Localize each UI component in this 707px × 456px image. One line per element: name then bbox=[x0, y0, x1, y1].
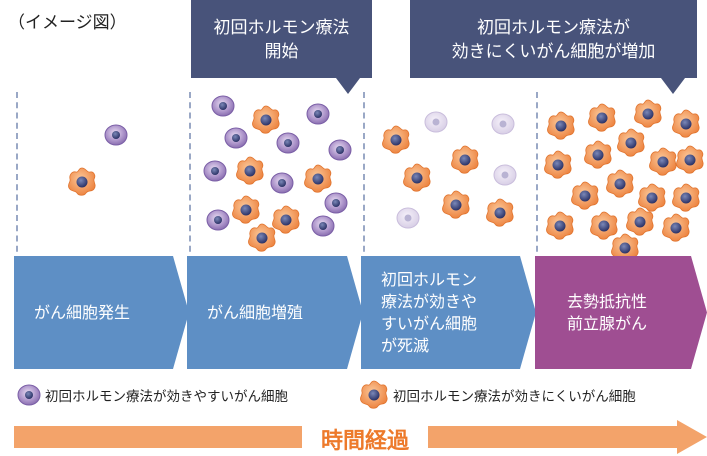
stage-castration-resistant: 去勢抵抗性 前立腺がん bbox=[535, 256, 707, 369]
divider-line-3 bbox=[363, 92, 365, 262]
legend-sensitive-cell-icon bbox=[17, 384, 41, 406]
stage4-resistant-cell bbox=[616, 128, 645, 157]
stage-sensitive-cells-die-line1: 初回ホルモン bbox=[381, 269, 478, 289]
stage1-sensitive-cell bbox=[104, 124, 128, 146]
stage4-resistant-cell bbox=[633, 99, 662, 128]
stage2-sensitive-cell bbox=[328, 139, 352, 161]
stage4-resistant-cell bbox=[589, 211, 618, 240]
stage3-resistant-cell bbox=[402, 163, 431, 192]
stage4-resistant-cell bbox=[637, 183, 666, 212]
stage2-resistant-cell bbox=[235, 156, 264, 185]
stage4-resistant-cell bbox=[625, 207, 654, 236]
stage2-sensitive-cell bbox=[324, 192, 348, 214]
stage4-resistant-cell bbox=[671, 109, 700, 138]
stage4-resistant-cell bbox=[671, 183, 700, 212]
stage4-resistant-cell bbox=[587, 103, 616, 132]
stage-cancer-growth-label: がん細胞増殖 bbox=[207, 302, 304, 322]
stage4-resistant-cell bbox=[570, 181, 599, 210]
divider-line-1 bbox=[16, 92, 18, 262]
stage2-sensitive-cell bbox=[203, 160, 227, 182]
legend-sensitive: 初回ホルモン療法が効きやすいがん細胞 bbox=[16, 383, 288, 407]
stage2-sensitive-cell bbox=[206, 209, 230, 231]
stage2-sensitive-cell bbox=[224, 127, 248, 149]
divider-line-4 bbox=[536, 92, 538, 262]
callout-therapy-start-line1: 初回ホルモン療法 bbox=[213, 18, 350, 38]
figure-caption: （イメージ図） bbox=[8, 13, 127, 33]
stage2-sensitive-cell bbox=[311, 215, 335, 237]
stage2-resistant-cell bbox=[271, 205, 300, 234]
stage-cancer-onset-label: がん細胞発生 bbox=[34, 302, 131, 322]
stage-castration-resistant-line2: 前立腺がん bbox=[567, 313, 648, 333]
stage3-resistant-cell bbox=[381, 125, 410, 154]
stage2-resistant-cell bbox=[251, 105, 280, 134]
stage2-resistant-cell bbox=[247, 223, 276, 252]
stage-castration-resistant-line1: 去勢抵抗性 bbox=[567, 291, 648, 311]
stage2-sensitive-cell bbox=[211, 95, 235, 117]
divider-line-2 bbox=[189, 92, 191, 262]
stage4-resistant-cell bbox=[583, 140, 612, 169]
stage2-resistant-cell bbox=[303, 164, 332, 193]
stage3-dying-cell bbox=[491, 113, 515, 135]
stage3-dying-cell bbox=[493, 164, 517, 186]
stage4-resistant-cell bbox=[648, 147, 677, 176]
stage3-dying-cell bbox=[396, 207, 420, 229]
callout-resistant-increase-line1: 初回ホルモン療法が bbox=[476, 18, 630, 38]
stage-cancer-growth: がん細胞増殖 bbox=[187, 256, 363, 369]
legend-resistant-cell-icon bbox=[359, 380, 388, 409]
stage3-dying-cell bbox=[424, 111, 448, 133]
legend-sensitive-label: 初回ホルモン療法が効きやすいがん細胞 bbox=[45, 389, 288, 405]
stage3-resistant-cell bbox=[441, 190, 470, 219]
stage-cancer-onset: がん細胞発生 bbox=[14, 256, 189, 369]
stage2-sensitive-cell bbox=[306, 103, 330, 125]
stage4-resistant-cell bbox=[675, 145, 704, 174]
stage4-resistant-cell bbox=[661, 213, 690, 242]
stage4-resistant-cell bbox=[545, 211, 574, 240]
stage3-resistant-cell bbox=[485, 198, 514, 227]
callout-resistant-increase: 初回ホルモン療法が 効きにくいがん細胞が増加 bbox=[410, 0, 697, 94]
stage3-resistant-cell bbox=[450, 145, 479, 174]
cell-illustration bbox=[67, 95, 704, 260]
stage4-resistant-cell bbox=[543, 150, 572, 179]
legend-resistant-label: 初回ホルモン療法が効きにくいがん細胞 bbox=[393, 389, 636, 405]
stage4-resistant-cell bbox=[605, 169, 634, 198]
stage4-resistant-cell bbox=[546, 111, 575, 140]
stage2-sensitive-cell bbox=[270, 172, 294, 194]
stage2-sensitive-cell bbox=[276, 132, 300, 154]
stage-sensitive-cells-die-line4: が死滅 bbox=[381, 335, 430, 355]
stage-sensitive-cells-die-line3: すいがん細胞 bbox=[381, 313, 478, 333]
legend-resistant: 初回ホルモン療法が効きにくいがん細胞 bbox=[358, 380, 636, 409]
stage-sensitive-cells-die-line2: 療法が効きや bbox=[381, 291, 478, 311]
stage2-resistant-cell bbox=[231, 195, 260, 224]
callout-therapy-start-line2: 開始 bbox=[264, 42, 299, 62]
timeline-label: 時間経過 bbox=[302, 423, 428, 455]
stage-sensitive-cells-die: 初回ホルモン 療法が効きや すいがん細胞 が死滅 bbox=[361, 256, 536, 369]
callout-therapy-start: 初回ホルモン療法 開始 bbox=[191, 0, 372, 94]
callout-resistant-increase-line2: 効きにくいがん細胞が増加 bbox=[451, 42, 656, 62]
stage1-resistant-cell bbox=[67, 167, 96, 196]
